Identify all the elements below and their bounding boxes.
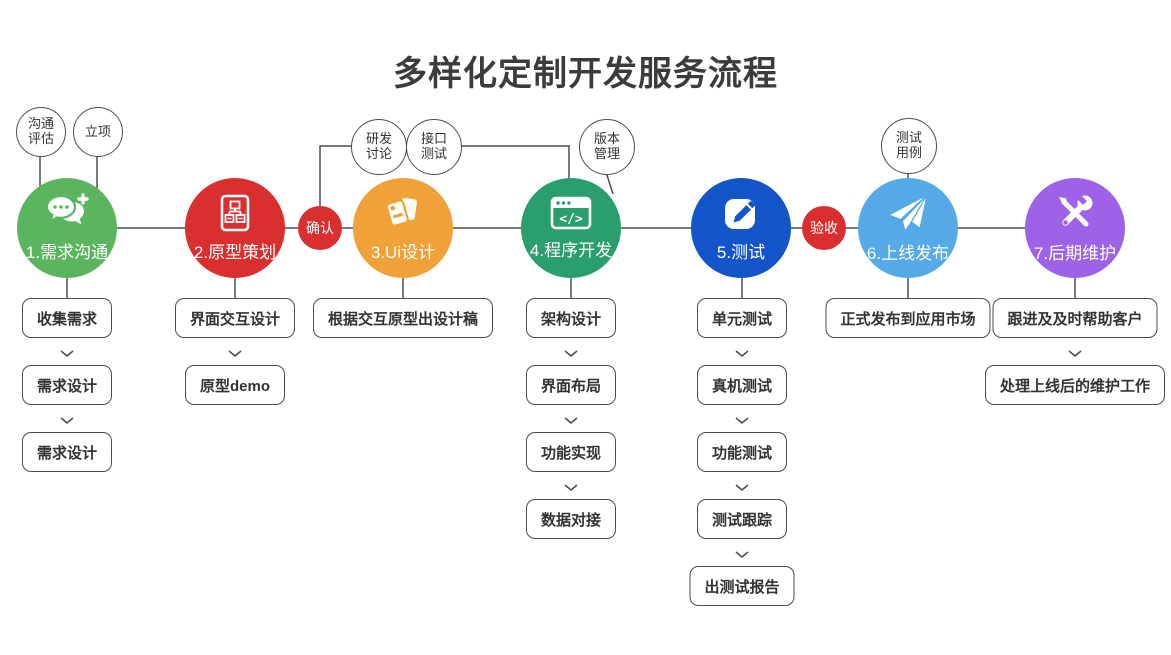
step-box: 处理上线后的维护工作 — [984, 365, 1166, 405]
step-box: 跟进及及时帮助客户 — [992, 298, 1158, 338]
stage-prototype: 2.原型策划 — [185, 178, 285, 278]
down-arrow-icon — [563, 412, 579, 430]
stage-label: 2.原型策划 — [193, 243, 277, 262]
stage-release: 6.上线发布 — [858, 178, 958, 278]
down-arrow-icon — [734, 479, 750, 497]
down-arrow-icon — [563, 479, 579, 497]
step-box: 原型demo — [184, 365, 286, 405]
page-title: 多样化定制开发服务流程 — [393, 55, 778, 93]
step-box: 界面交互设计 — [174, 298, 296, 338]
paper-plane-icon — [887, 194, 928, 233]
down-arrow-icon — [734, 345, 750, 363]
step-box: 数据对接 — [525, 499, 617, 539]
step-box: 架构设计 — [525, 298, 617, 338]
step-box: 真机测试 — [696, 365, 788, 405]
stage-development: </> 4.程序开发 — [521, 178, 621, 278]
stage-ui-design: 3.Ui设计 — [353, 178, 453, 278]
step-box: 正式发布到应用市场 — [825, 298, 991, 338]
milestone-acceptance-badge: 验收 — [802, 206, 846, 250]
annotation-project-approval: 立项 — [73, 107, 123, 157]
down-arrow-icon — [1067, 345, 1083, 363]
prototype-icon — [220, 194, 250, 232]
stage-label: 4.程序开发 — [529, 241, 613, 260]
step-box: 需求设计 — [21, 365, 113, 405]
stage-label: 1.需求沟通 — [25, 243, 109, 262]
stage-label: 6.上线发布 — [866, 244, 950, 263]
svg-text:</>: </> — [559, 212, 583, 227]
annotation-version-control: 版本管理 — [579, 119, 635, 175]
step-box: 单元测试 — [696, 298, 788, 338]
step-box: 界面布局 — [525, 365, 617, 405]
annotation-communication-evaluation: 沟通评估 — [16, 107, 66, 157]
code-window-icon: </> — [550, 196, 592, 230]
annotation-api-testing: 接口测试 — [406, 119, 462, 175]
down-arrow-icon — [734, 546, 750, 564]
annotation-rd-discussion: 研发讨论 — [351, 119, 407, 175]
tags-icon — [385, 197, 417, 227]
milestone-confirm-badge: 确认 — [298, 206, 342, 250]
stage-label: 7.后期维护 — [1033, 244, 1117, 263]
down-arrow-icon — [227, 345, 243, 363]
stage-testing: 5.测试 — [691, 178, 791, 278]
step-box: 出测试报告 — [689, 566, 795, 606]
down-arrow-icon — [59, 412, 75, 430]
step-box: 根据交互原型出设计稿 — [312, 298, 494, 338]
annotation-test-cases: 测试用例 — [881, 118, 937, 174]
step-box: 收集需求 — [21, 298, 113, 338]
stage-requirements: 1.需求沟通 — [17, 178, 117, 278]
stage-label: 5.测试 — [716, 243, 766, 262]
step-box: 需求设计 — [21, 432, 113, 472]
step-box: 功能实现 — [525, 432, 617, 472]
tools-icon — [1059, 193, 1093, 227]
stage-label: 3.Ui设计 — [370, 243, 436, 262]
down-arrow-icon — [59, 345, 75, 363]
step-box: 测试跟踪 — [696, 499, 788, 539]
edit-icon — [725, 199, 755, 229]
chat-plus-icon — [45, 193, 89, 225]
down-arrow-icon — [734, 412, 750, 430]
step-box: 功能测试 — [696, 432, 788, 472]
down-arrow-icon — [563, 345, 579, 363]
stage-maintenance: 7.后期维护 — [1025, 178, 1125, 278]
